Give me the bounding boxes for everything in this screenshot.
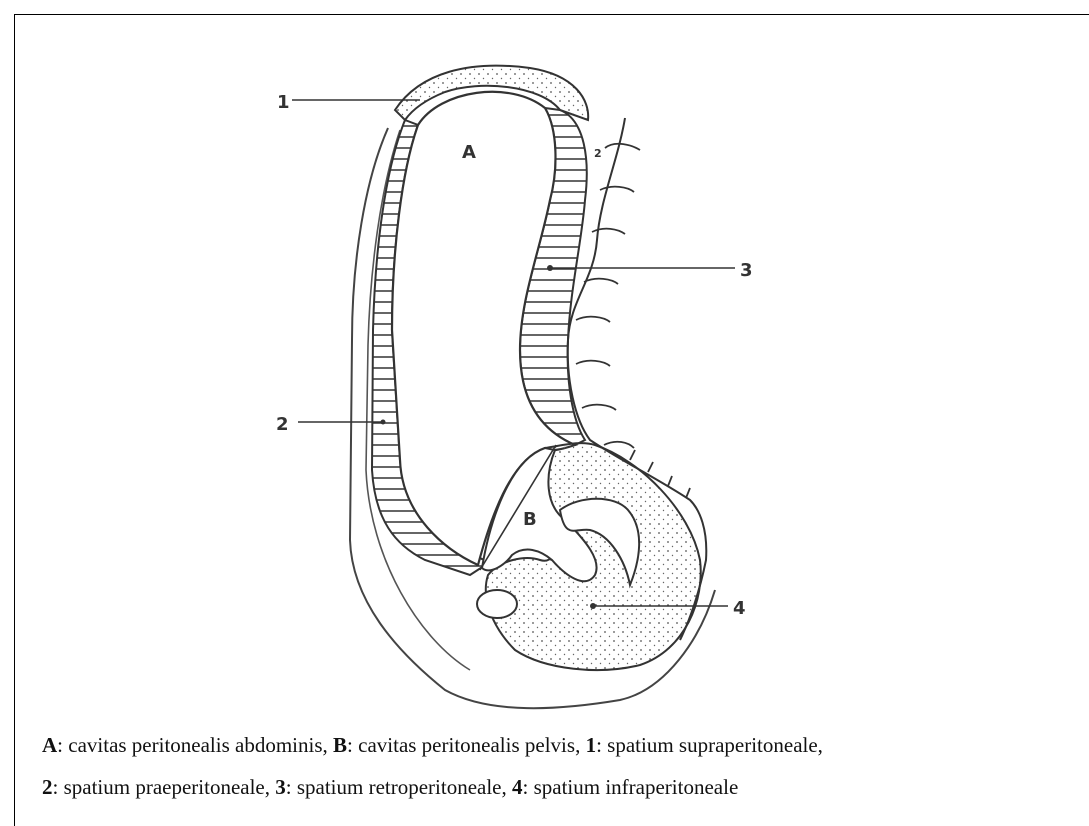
caption-text-b: : cavitas peritonealis pelvis,: [347, 733, 586, 757]
caption-text-a: : cavitas peritonealis abdominis,: [57, 733, 333, 757]
figure-caption: A: cavitas peritonealis abdominis, B: ca…: [42, 724, 1072, 808]
caption-text-2: : spatium praeperitoneale,: [53, 775, 276, 799]
vertebral-level-label: 2: [594, 147, 602, 160]
caption-line-1: A: cavitas peritonealis abdominis, B: ca…: [42, 724, 1072, 766]
caption-key-3: 3: [275, 775, 286, 799]
callout-label-2: 2: [276, 414, 289, 435]
leader-4-dot: [590, 603, 596, 609]
pubic-bone-oval: [477, 590, 517, 618]
caption-text-4: : spatium infraperitoneale: [523, 775, 739, 799]
caption-text-1: : spatium supraperitoneale,: [596, 733, 823, 757]
label-region-a: A: [462, 142, 476, 163]
callout-label-1: 1: [277, 92, 290, 113]
caption-text-3: : spatium retroperitoneale,: [286, 775, 512, 799]
caption-key-b: B: [333, 733, 347, 757]
label-region-b: B: [523, 509, 537, 530]
callout-label-3: 3: [740, 260, 753, 281]
caption-key-4: 4: [512, 775, 523, 799]
leader-2-dot: [381, 420, 386, 425]
leader-3-dot: [547, 265, 553, 271]
callout-label-4: 4: [733, 598, 746, 619]
caption-key-2: 2: [42, 775, 53, 799]
caption-key-1: 1: [586, 733, 597, 757]
caption-key-a: A: [42, 733, 57, 757]
caption-line-2: 2: spatium praeperitoneale, 3: spatium r…: [42, 766, 1072, 808]
